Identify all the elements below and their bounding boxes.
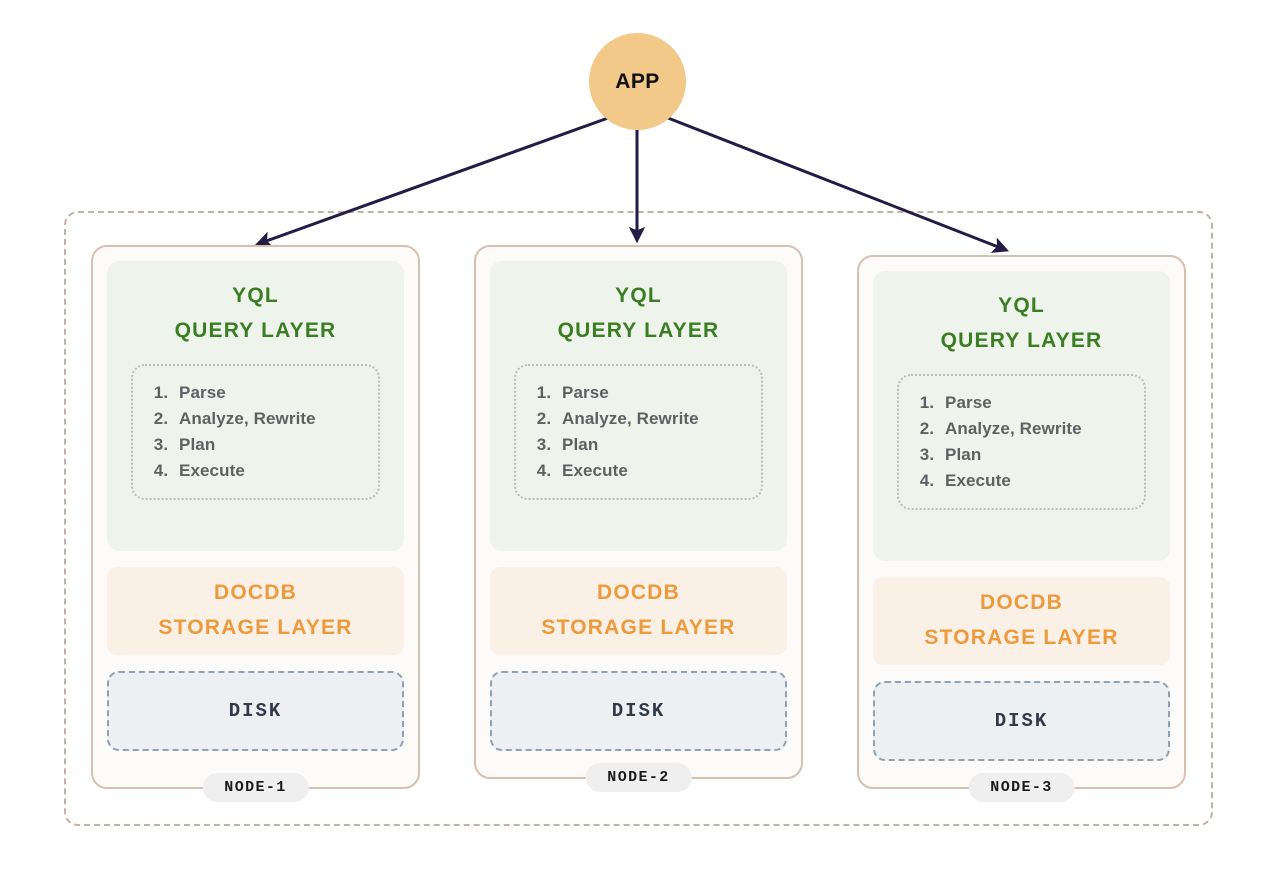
storage-layer-title-1: DOCDB STORAGE LAYER [158, 581, 353, 639]
query-step: Plan [556, 432, 751, 458]
query-steps-list-1: Parse Analyze, Rewrite Plan Execute [147, 380, 368, 483]
query-step: Parse [939, 390, 1134, 416]
query-layer-title-1: YQL QUERY LAYER [174, 284, 337, 342]
disk-box-1: DISK [107, 671, 404, 751]
storage-layer-panel-1: DOCDB STORAGE LAYER [107, 567, 404, 655]
app-node-label: APP [615, 69, 660, 93]
node-name-pill-3: NODE-3 [968, 773, 1075, 802]
query-step: Execute [173, 458, 368, 484]
query-step: Plan [939, 442, 1134, 468]
query-step: Execute [939, 468, 1134, 494]
query-steps-list-2: Parse Analyze, Rewrite Plan Execute [530, 380, 751, 483]
storage-layer-title-2: DOCDB STORAGE LAYER [541, 581, 736, 639]
disk-label-3: DISK [994, 710, 1049, 732]
app-node: APP [589, 33, 686, 130]
storage-layer-title-3: DOCDB STORAGE LAYER [924, 591, 1119, 649]
query-layer-title-2: YQL QUERY LAYER [557, 284, 720, 342]
query-layer-title-3: YQL QUERY LAYER [940, 294, 1103, 352]
disk-box-3: DISK [873, 681, 1170, 761]
query-step: Parse [173, 380, 368, 406]
nodes-row: YQL QUERY LAYER Parse Analyze, Rewrite P… [64, 211, 1213, 826]
disk-label-2: DISK [611, 700, 666, 722]
query-step: Analyze, Rewrite [556, 406, 751, 432]
query-layer-panel-1: YQL QUERY LAYER Parse Analyze, Rewrite P… [107, 261, 404, 551]
cluster-boundary [64, 211, 1213, 826]
storage-layer-panel-2: DOCDB STORAGE LAYER [490, 567, 787, 655]
query-steps-list-3: Parse Analyze, Rewrite Plan Execute [913, 390, 1134, 493]
query-step: Plan [173, 432, 368, 458]
query-step: Execute [556, 458, 751, 484]
query-step: Analyze, Rewrite [939, 416, 1134, 442]
disk-box-2: DISK [490, 671, 787, 751]
query-steps-box-1: Parse Analyze, Rewrite Plan Execute [131, 364, 380, 500]
query-steps-box-2: Parse Analyze, Rewrite Plan Execute [514, 364, 763, 500]
node-card-1[interactable]: YQL QUERY LAYER Parse Analyze, Rewrite P… [91, 245, 420, 802]
query-step: Analyze, Rewrite [173, 406, 368, 432]
query-layer-panel-2: YQL QUERY LAYER Parse Analyze, Rewrite P… [490, 261, 787, 551]
query-step: Parse [556, 380, 751, 406]
query-steps-box-3: Parse Analyze, Rewrite Plan Execute [897, 374, 1146, 510]
storage-layer-panel-3: DOCDB STORAGE LAYER [873, 577, 1170, 665]
node-card-2[interactable]: YQL QUERY LAYER Parse Analyze, Rewrite P… [474, 245, 803, 792]
query-layer-panel-3: YQL QUERY LAYER Parse Analyze, Rewrite P… [873, 271, 1170, 561]
disk-label-1: DISK [228, 700, 283, 722]
node-card-3[interactable]: YQL QUERY LAYER Parse Analyze, Rewrite P… [857, 255, 1186, 802]
node-name-pill-1: NODE-1 [202, 773, 309, 802]
node-name-pill-2: NODE-2 [585, 763, 692, 792]
